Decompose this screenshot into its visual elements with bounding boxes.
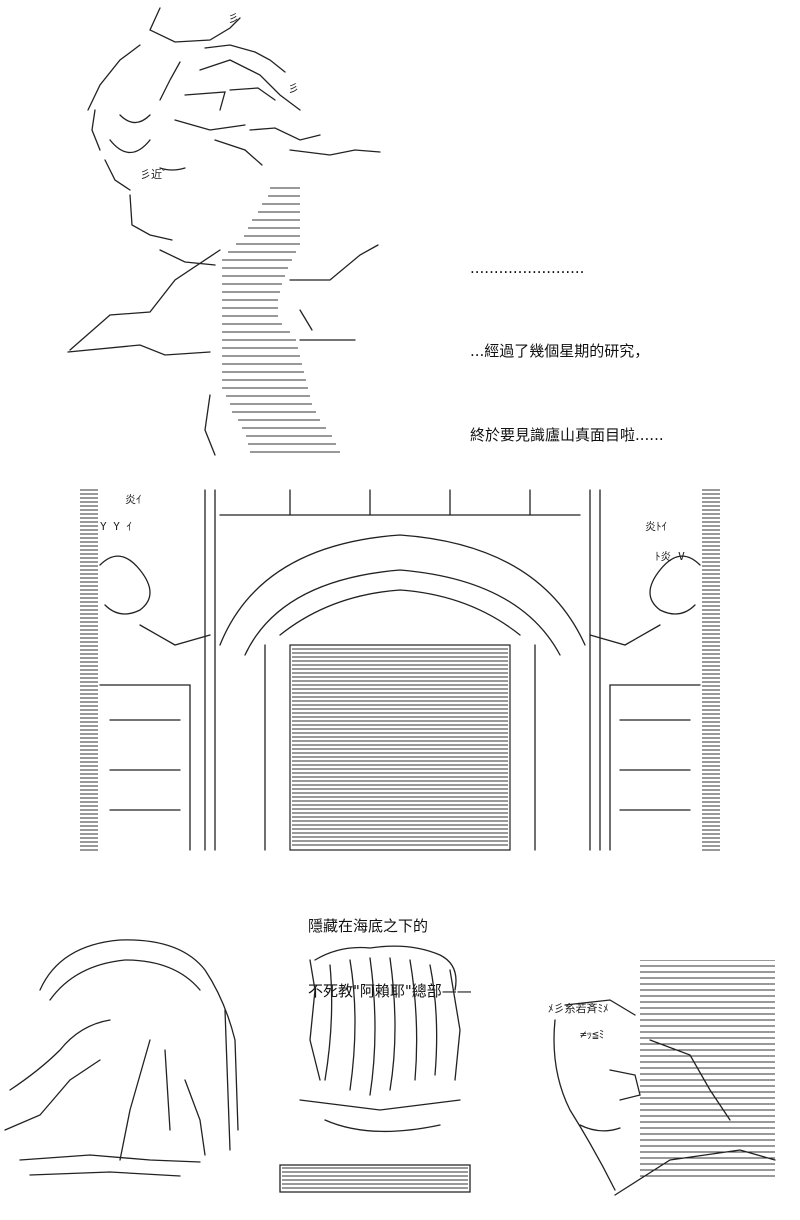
bald-figure-right-art: ﾒ彡糸若斉ﾐﾒ ≠ｯ≦ﾐ [548, 960, 776, 1196]
art-glyph: ≠ｯ≦ﾐ [580, 1028, 604, 1041]
art-glyph: 彡 [288, 82, 299, 95]
caption-line: ...經過了幾個星期的研究， [470, 342, 650, 361]
art-glyph: 炎ｲ [125, 493, 142, 506]
top-panel: 彡近ﾞ 彡 彡 ........................ ...經過了幾… [0, 0, 800, 470]
art-glyph: 彡 [228, 12, 239, 25]
hooded-figure-left-art [4, 939, 239, 1177]
art-glyph: 炎ﾄｲ [645, 520, 667, 533]
caption-line: 隱藏在海底之下的 [308, 916, 429, 935]
seabed-headquarters-gate-art: 炎ｲ Y Y ｲ 炎ﾄｲ ﾄ炎 V [80, 489, 720, 851]
art-glyph: 彡近ﾞ [140, 168, 168, 181]
caption-line: 終於要見識廬山真面目啦...... [470, 426, 664, 444]
caption-line: ........................ [470, 258, 585, 277]
art-glyph: ﾒ彡糸若斉ﾐﾒ [548, 1001, 609, 1015]
character-portrait-art: 彡近ﾞ 彡 彡 [67, 7, 381, 456]
top-caption: ........................ ...經過了幾個星期的研究， … [470, 210, 664, 494]
bottom-panel: ﾒ彡糸若斉ﾐﾒ ≠ｯ≦ﾐ [0, 920, 800, 1200]
art-glyph: Y Y ｲ [100, 520, 132, 533]
middle-panel: 炎ｲ Y Y ｲ 炎ﾄｲ ﾄ炎 V [80, 485, 720, 855]
art-glyph: ﾄ炎 V [655, 550, 685, 563]
middle-caption: 隱藏在海底之下的 不死教"阿賴耶"總部—— [308, 872, 472, 1024]
long-haired-figure-art [279, 945, 471, 1193]
caption-line: 不死教"阿賴耶"總部—— [308, 981, 472, 1000]
